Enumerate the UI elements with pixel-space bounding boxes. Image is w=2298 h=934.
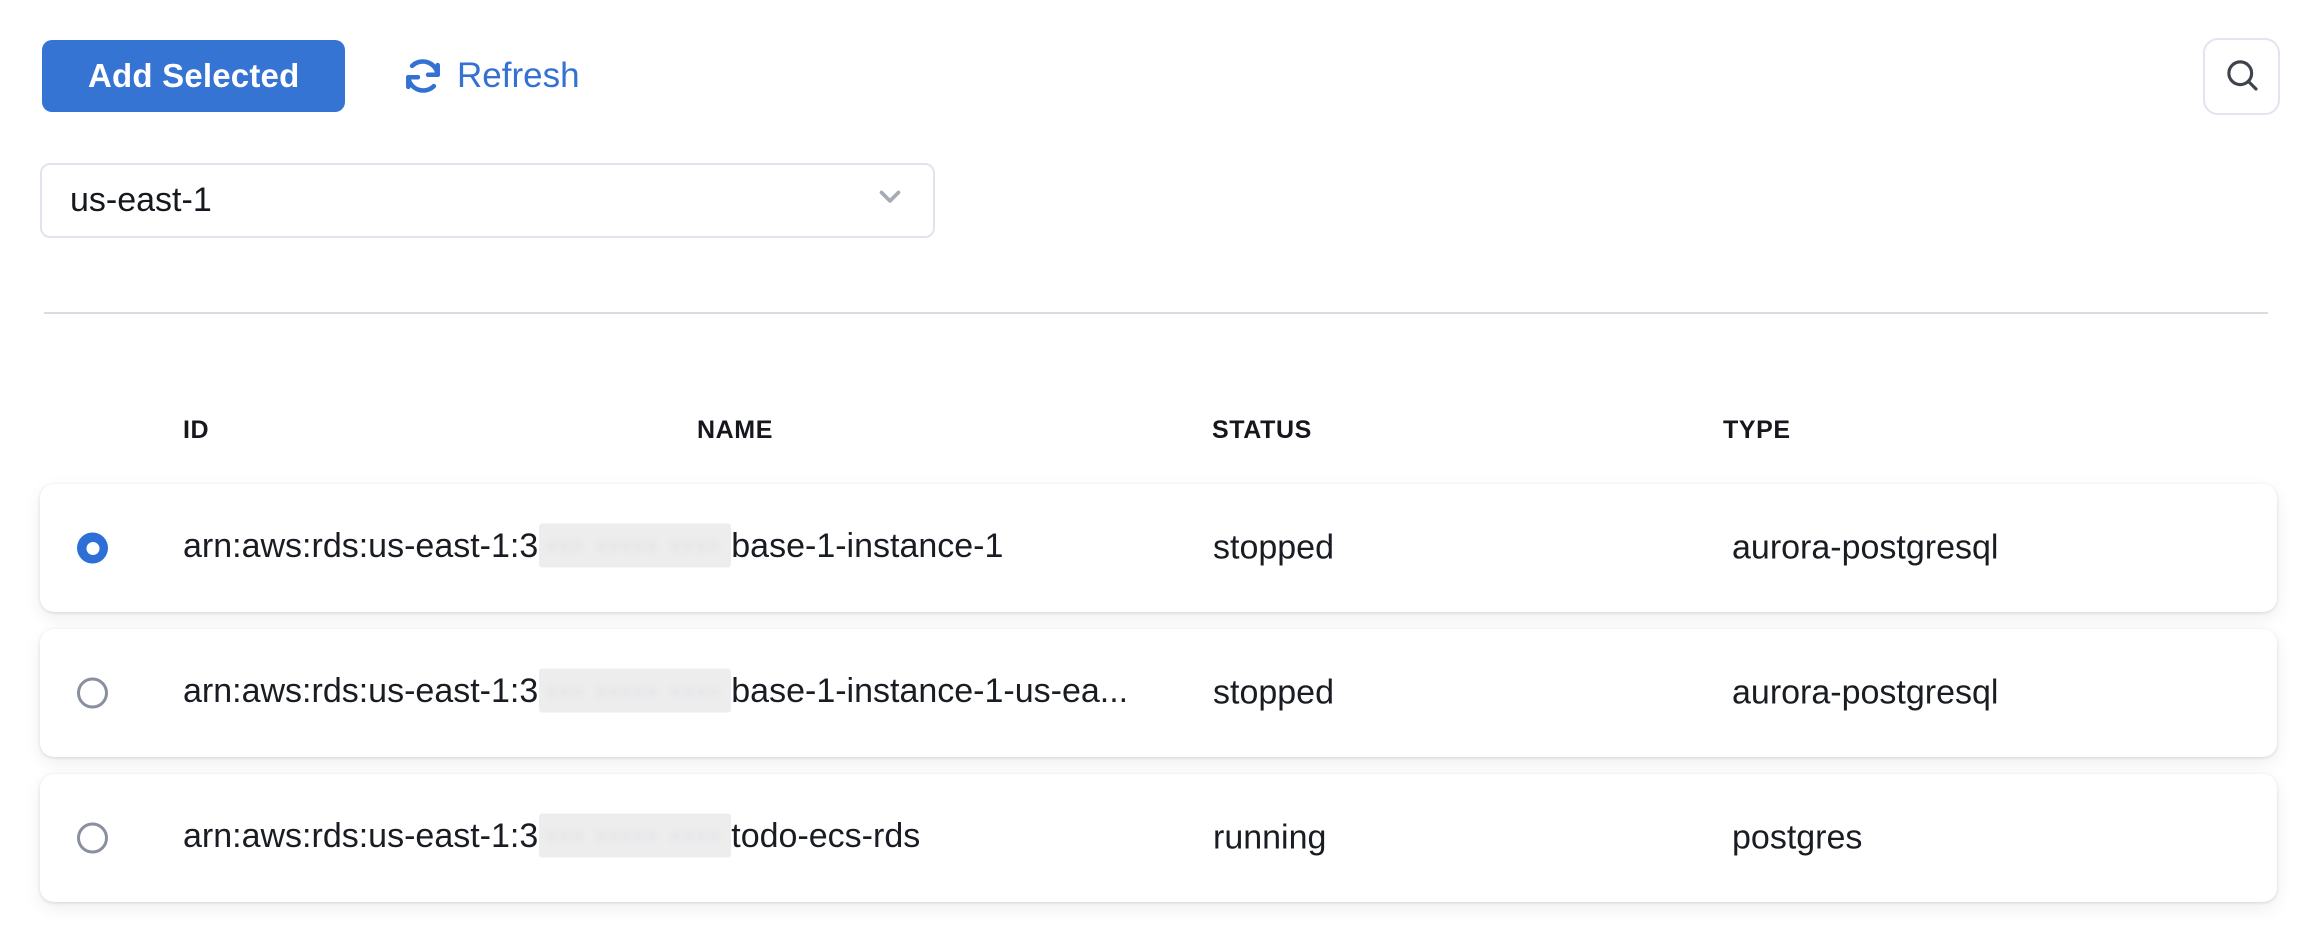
- instance-id-cell: arn:aws:rds:us-east-1:3··· ····· ····tod…: [183, 813, 921, 863]
- redacted-account-id: ··· ····· ····: [539, 523, 732, 568]
- id-prefix: arn:aws:rds:us-east-1:3: [183, 816, 539, 855]
- status-cell: running: [1213, 818, 1327, 857]
- radio-button[interactable]: [77, 677, 108, 709]
- add-selected-button[interactable]: Add Selected: [42, 40, 346, 112]
- redacted-account-id: ··· ····· ····: [539, 813, 732, 858]
- table-row[interactable]: arn:aws:rds:us-east-1:3··· ····· ····bas…: [40, 629, 2277, 757]
- id-suffix: todo-ecs-rds: [731, 816, 921, 855]
- column-header-type: TYPE: [1723, 416, 1791, 444]
- status-cell: stopped: [1213, 673, 1334, 712]
- table-row[interactable]: arn:aws:rds:us-east-1:3··· ····· ····tod…: [40, 774, 2277, 902]
- refresh-button[interactable]: Refresh: [402, 40, 580, 112]
- id-prefix: arn:aws:rds:us-east-1:3: [183, 526, 539, 565]
- column-header-name: NAME: [697, 416, 774, 444]
- id-suffix: base-1-instance-1-us-ea...: [731, 671, 1129, 710]
- divider: [44, 312, 2268, 314]
- instance-id-cell: arn:aws:rds:us-east-1:3··· ····· ····bas…: [183, 668, 1129, 718]
- id-suffix: base-1-instance-1: [731, 526, 1004, 565]
- search-button[interactable]: [2203, 38, 2280, 115]
- region-dropdown-value: us-east-1: [70, 181, 212, 219]
- instance-id-cell: arn:aws:rds:us-east-1:3··· ····· ····bas…: [183, 523, 1004, 573]
- type-cell: aurora-postgresql: [1732, 673, 1999, 712]
- type-cell: aurora-postgresql: [1732, 528, 1999, 567]
- refresh-icon: [402, 55, 444, 97]
- id-prefix: arn:aws:rds:us-east-1:3: [183, 671, 539, 710]
- redacted-account-id: ··· ····· ····: [539, 668, 732, 713]
- chevron-down-icon: [873, 179, 907, 222]
- search-icon: [2221, 54, 2263, 99]
- column-header-id: ID: [183, 416, 210, 444]
- refresh-label: Refresh: [457, 56, 580, 95]
- radio-button[interactable]: [77, 532, 108, 564]
- type-cell: postgres: [1732, 818, 1863, 857]
- table-row[interactable]: arn:aws:rds:us-east-1:3··· ····· ····bas…: [40, 484, 2277, 612]
- region-dropdown[interactable]: us-east-1: [40, 163, 935, 238]
- status-cell: stopped: [1213, 528, 1334, 567]
- radio-button[interactable]: [77, 822, 108, 854]
- column-header-status: STATUS: [1212, 416, 1312, 444]
